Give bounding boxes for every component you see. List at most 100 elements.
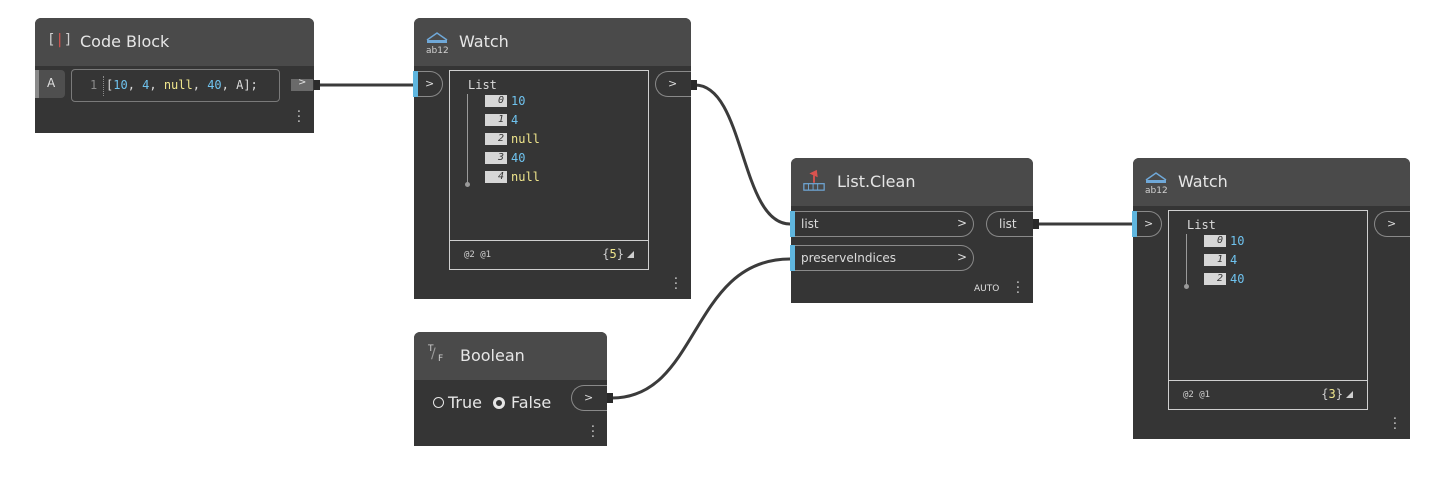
list-clean-header[interactable]: List.Clean (791, 158, 1033, 206)
output-port-list[interactable]: list (986, 211, 1033, 237)
resize-grip-icon[interactable] (627, 251, 634, 258)
code-text[interactable]: [10, 4, null, 40, A]; (106, 78, 258, 92)
list-item[interactable]: 4 null (485, 169, 540, 184)
list-item-value: null (511, 131, 540, 146)
list-item-value: 4 (1230, 252, 1238, 267)
chevron-right-icon: > (584, 391, 594, 404)
watch-1-header[interactable]: ab12 Watch (414, 18, 691, 66)
code-block-input-port[interactable]: A (35, 70, 65, 98)
list-item[interactable]: 0 10 (1204, 233, 1245, 248)
connector-nub (607, 393, 613, 403)
boolean-title: Boolean (460, 346, 525, 365)
input-port-preserve-indices[interactable]: preserveIndices > (790, 245, 974, 271)
chevron-right-icon: > (1387, 217, 1397, 230)
watch-2-list-label: List (1187, 218, 1216, 232)
chevron-right-icon: > (298, 77, 307, 88)
boolean-header[interactable]: T / F Boolean (414, 332, 607, 380)
watch-1-input-port[interactable]: > (413, 71, 443, 97)
list-clean-title: List.Clean (837, 172, 916, 191)
code-token: [ (106, 78, 114, 92)
code-block-icon: [|] (47, 32, 73, 48)
list-item-value: null (511, 169, 540, 184)
watch-2-input-port[interactable]: > (1132, 211, 1162, 237)
watch-1-title: Watch (459, 32, 509, 51)
resize-grip-icon[interactable] (1346, 391, 1353, 398)
watch-1-count: {5} (602, 247, 634, 261)
radio-checked-icon (493, 396, 505, 409)
svg-text:ab12: ab12 (426, 46, 449, 54)
boolean-node[interactable]: T / F Boolean True False > ··· (414, 332, 607, 446)
list-item-value: 10 (511, 93, 526, 108)
list-clean-menu-icon[interactable]: ··· (1015, 276, 1021, 301)
code-token: 10 (113, 78, 128, 92)
code-block-node[interactable]: [|] Code Block A 1 [10, 4, null, 40, A];… (35, 18, 314, 133)
list-item[interactable]: 3 40 (485, 150, 526, 165)
list-item-index: 0 (485, 94, 507, 107)
connector-nub (314, 80, 320, 90)
list-item-index: 1 (1204, 253, 1226, 266)
list-item-value: 4 (511, 112, 519, 127)
list-item-value: 40 (1230, 271, 1245, 286)
watch-2-menu-icon[interactable]: ··· (1392, 412, 1398, 437)
boolean-menu-icon[interactable]: ··· (590, 420, 596, 445)
watch-2-title: Watch (1178, 172, 1228, 191)
chevron-right-icon: > (425, 77, 435, 90)
boolean-output-port[interactable]: > (571, 385, 607, 411)
code-block-port-label: A (47, 76, 56, 90)
connector-nub (691, 80, 697, 90)
list-item-index: 1 (485, 113, 507, 126)
code-token: 40 (207, 78, 222, 92)
code-block-title: Code Block (80, 32, 170, 51)
list-clean-icon (803, 169, 825, 191)
watch-2-footer: @2 @1 {3} (1169, 380, 1367, 409)
list-item-value: 40 (511, 150, 526, 165)
code-token: , A]; (221, 78, 258, 92)
watch-1-footer: @2 @1 {5} (450, 240, 648, 269)
code-editor[interactable]: 1 [10, 4, null, 40, A]; (71, 69, 280, 102)
code-token: , (149, 78, 164, 92)
list-item-index: 4 (485, 170, 507, 183)
watch-icon: ab12 (1145, 172, 1168, 194)
list-item-index: 3 (485, 151, 507, 164)
radio-false[interactable]: False (493, 392, 551, 412)
code-block-header[interactable]: [|] Code Block (35, 18, 314, 66)
code-block-menu-icon[interactable]: ··· (296, 105, 302, 130)
line-number: 1 (90, 78, 98, 92)
lacing-indicator[interactable]: AUTO (974, 284, 1000, 294)
code-token: 4 (142, 78, 150, 92)
watch-1-menu-icon[interactable]: ··· (673, 272, 679, 297)
list-item[interactable]: 2 40 (1204, 271, 1245, 286)
list-item-index: 2 (1204, 272, 1226, 285)
code-block-output-port[interactable]: > (291, 77, 313, 91)
list-item[interactable]: 0 10 (485, 93, 526, 108)
svg-text:ab12: ab12 (1145, 186, 1168, 194)
wire-watch-to-listclean[interactable] (694, 83, 791, 226)
list-item-index: 2 (485, 132, 507, 145)
radio-true[interactable]: True (433, 392, 482, 412)
watch-1-output-port[interactable]: > (655, 71, 691, 97)
code-token: , (192, 78, 208, 92)
list-item-value: 10 (1230, 233, 1245, 248)
watch-1-levels: @2 @1 (464, 250, 492, 260)
list-item-index: 0 (1204, 234, 1226, 247)
input-port-list[interactable]: list > (790, 211, 974, 237)
chevron-right-icon: > (1144, 217, 1154, 230)
input-port-preserve-indices-label: preserveIndices (801, 251, 897, 265)
watch-2-output-port[interactable]: > (1374, 211, 1410, 237)
watch-2-header[interactable]: ab12 Watch (1133, 158, 1410, 206)
watch-icon: ab12 (426, 32, 449, 54)
watch-2-levels: @2 @1 (1183, 390, 1211, 400)
list-item[interactable]: 2 null (485, 131, 540, 146)
boolean-icon: T / F (428, 344, 444, 364)
list-clean-node[interactable]: List.Clean list > preserveIndices > list… (790, 158, 1033, 303)
output-port-list-label: list (999, 217, 1017, 231)
radio-unchecked-icon (433, 397, 444, 408)
radio-true-label: True (448, 393, 482, 412)
connector-nub (1033, 219, 1039, 229)
